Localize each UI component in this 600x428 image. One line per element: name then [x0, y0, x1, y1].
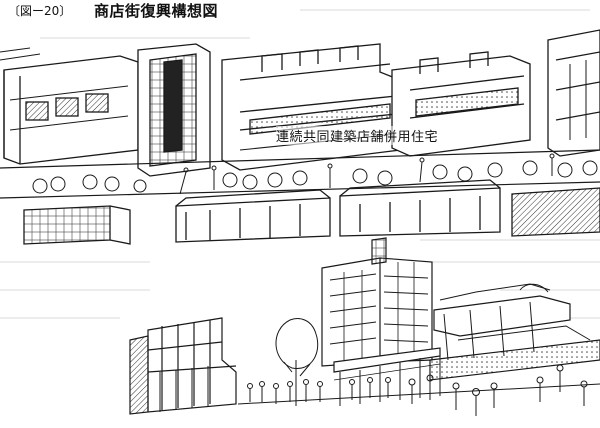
perspective-shop-canopy — [333, 347, 441, 406]
building-lower-row — [23, 179, 600, 245]
street-trees — [32, 160, 598, 194]
perspective-tree — [275, 318, 319, 406]
building-right-edge — [547, 29, 600, 157]
building-left-block — [0, 47, 139, 165]
street-lamps — [179, 153, 555, 195]
plan-caption: 連続共同建築店舗併用住宅 — [276, 126, 439, 145]
perspective-tower — [321, 237, 433, 367]
figure-label: 〔図ー20〕 — [8, 4, 72, 18]
perspective-right-terrace — [429, 283, 600, 381]
bleed-through-text — [0, 9, 600, 319]
perspective-crowd — [237, 364, 600, 416]
perspective-left-arcade — [129, 317, 237, 415]
building-tower — [137, 43, 211, 177]
figure-title: 商店街復興構想図 — [94, 2, 219, 20]
building-shop-row-1 — [221, 43, 401, 171]
street-perspective — [129, 237, 600, 416]
